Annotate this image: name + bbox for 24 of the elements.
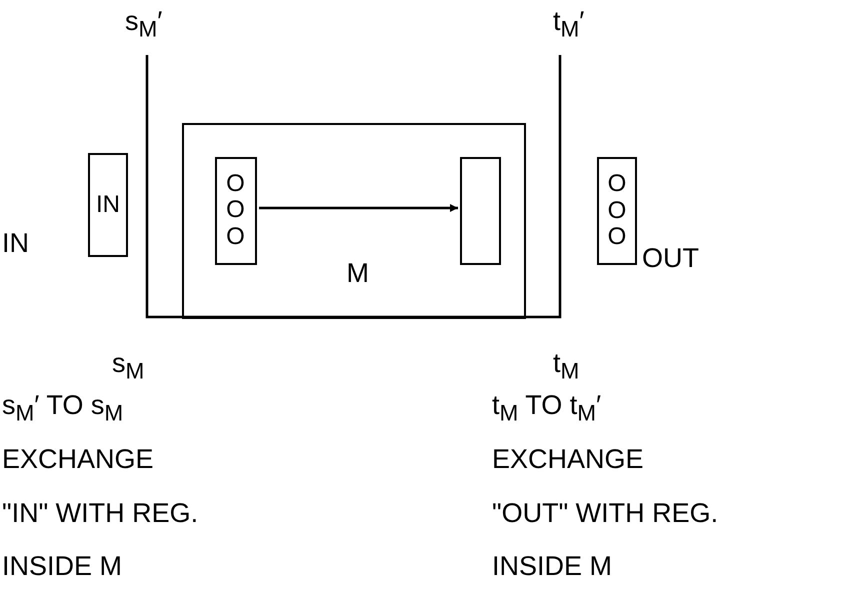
note-text: "IN" WITH REG.: [2, 500, 198, 527]
note-text: INSIDE M: [492, 553, 612, 580]
register-name: OUT: [642, 245, 699, 272]
note-text: s$_{M}$′ TO s$_{M}$: [2, 392, 124, 425]
note-text: "OUT" WITH REG.: [492, 500, 718, 527]
note-text: INSIDE M: [2, 553, 122, 580]
machine-box: [182, 123, 526, 319]
index-label: t$_{M}$′: [553, 8, 584, 41]
register-box: [214, 156, 256, 264]
register-box: [460, 156, 500, 264]
register-box: [88, 153, 128, 257]
register-text: IN: [96, 192, 120, 218]
register-text: O O O: [225, 170, 246, 250]
note-text: EXCHANGE: [492, 446, 644, 473]
index-label: t$_{M}$: [553, 350, 580, 383]
note-text: EXCHANGE: [2, 446, 154, 473]
index-label: s$_{M}$: [112, 350, 144, 383]
index-label: s$_{M}$′: [125, 8, 162, 41]
register-box: [597, 157, 637, 265]
arrow: [259, 204, 458, 212]
note-text: t$_{M}$ TO t$_{M}$′: [492, 392, 602, 425]
edge-label: M: [346, 260, 369, 287]
register-text: O O O: [606, 171, 628, 251]
register-name: IN: [2, 230, 29, 257]
